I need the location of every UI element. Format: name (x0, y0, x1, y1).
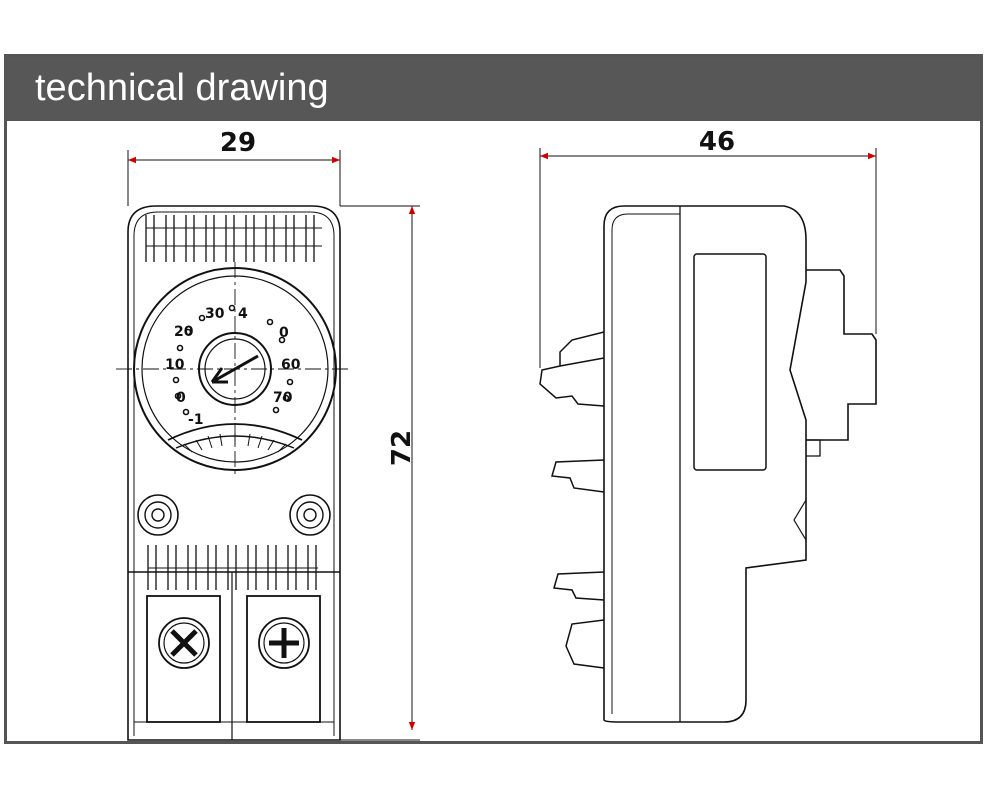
dial-label-minus-1: -1 (188, 412, 204, 428)
dial-label-20: 20 (174, 324, 194, 340)
lower-vents (147, 545, 318, 590)
din-clip-middle (551, 459, 605, 493)
width-label: 29 (220, 128, 256, 158)
din-clip-lower (553, 571, 605, 669)
knob-profile (806, 269, 877, 441)
dial-label-10: 10 (165, 357, 185, 373)
front-height-dimension: 72 (340, 205, 420, 741)
front-view (116, 205, 352, 741)
upper-vents (145, 215, 322, 262)
terminal-blocks (128, 571, 340, 740)
side-depth-dimension: 46 (539, 127, 877, 368)
dial-label-4: 4 (238, 306, 248, 322)
din-clip-upper (539, 331, 605, 407)
height-label: 72 (387, 430, 417, 466)
header-bar: technical drawing (7, 57, 980, 121)
side-view (539, 205, 877, 723)
front-width-dimension: 29 (127, 128, 341, 206)
drawing-frame: technical drawing (4, 54, 983, 744)
dial-label-30: 30 (205, 306, 225, 322)
dial-label-60: 60 (281, 357, 301, 373)
dial-scale-labels: 30 4 20 0 10 60 0 70 -1 (165, 306, 301, 428)
page-title: technical drawing (35, 67, 329, 109)
mounting-screw-left (137, 494, 179, 536)
side-window (693, 253, 767, 471)
dial-label-70: 70 (273, 390, 293, 406)
depth-label: 46 (699, 127, 735, 157)
terminal-screw-left (158, 617, 210, 669)
terminal-screw-right (258, 617, 310, 669)
dial-label-0-lower: 0 (176, 390, 186, 406)
dial-label-0-upper: 0 (279, 325, 289, 341)
mounting-screw-right (289, 494, 331, 536)
